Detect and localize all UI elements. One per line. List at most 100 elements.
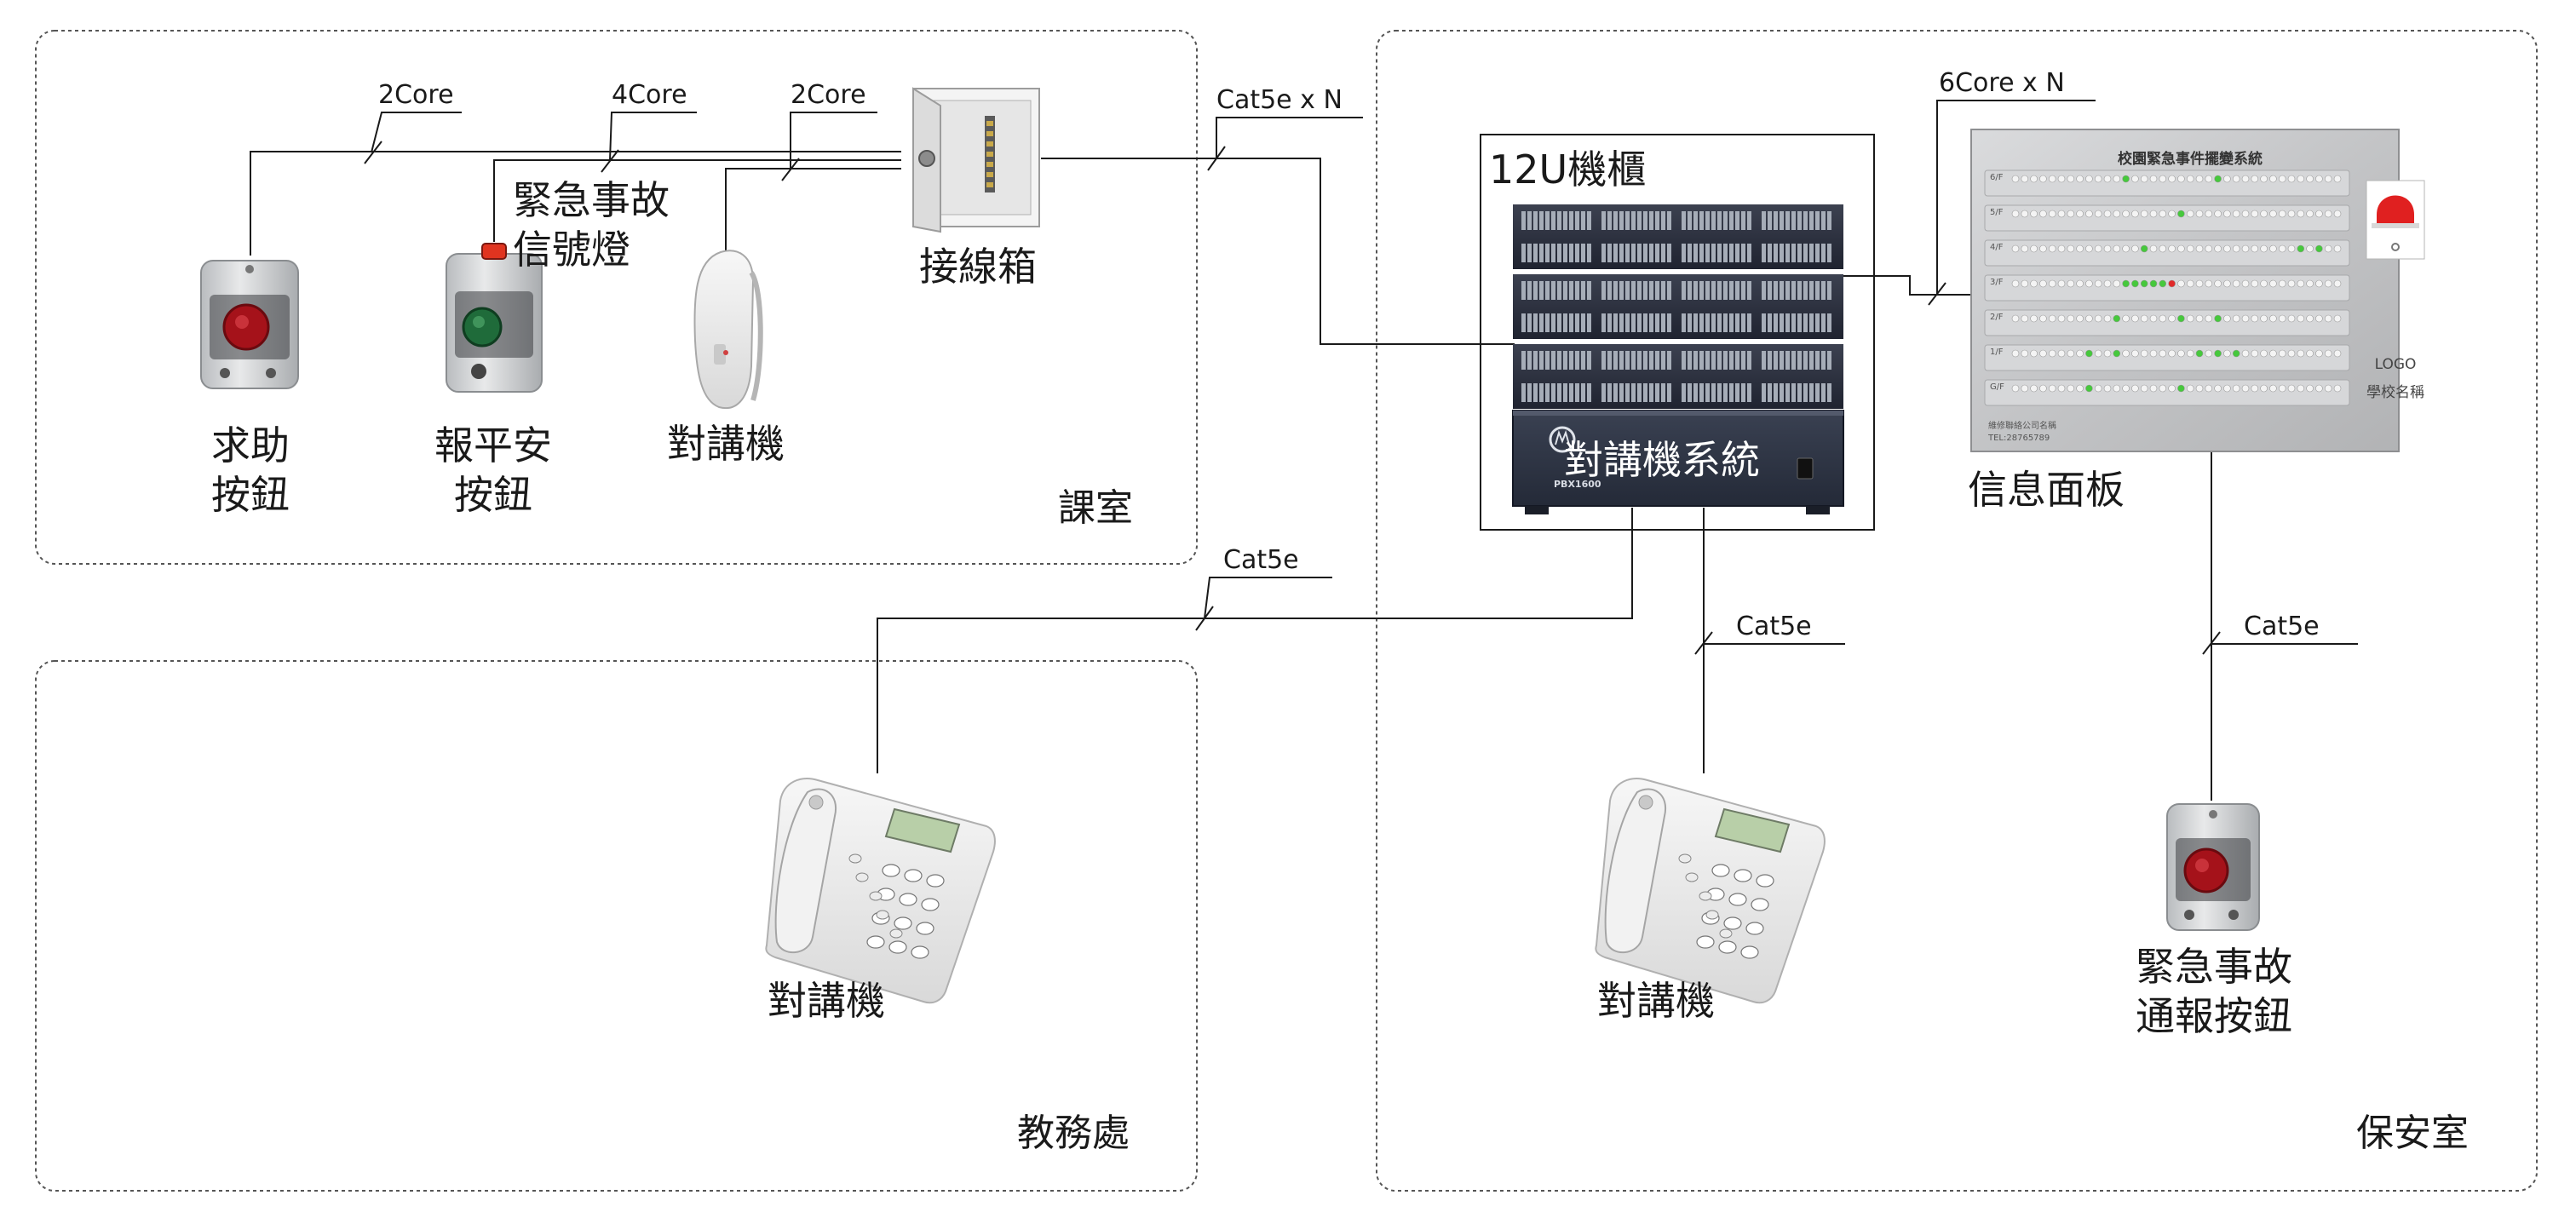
patch-port xyxy=(1521,313,1526,332)
phone-key xyxy=(911,945,929,959)
patch-port xyxy=(1735,351,1739,370)
patch-port xyxy=(1809,211,1814,230)
panel-status-dot xyxy=(2113,210,2121,218)
panel-status-dot xyxy=(2260,279,2268,288)
patch-port xyxy=(1643,351,1647,370)
intercom-handset-device xyxy=(693,250,763,410)
patch-port xyxy=(1705,211,1710,230)
panel-status-dot xyxy=(2251,210,2259,218)
patch-port xyxy=(1762,281,1766,300)
panel-status-dot xyxy=(2333,314,2342,323)
phone-side-key xyxy=(1678,853,1692,864)
phone-earpiece xyxy=(808,795,824,810)
patch-port xyxy=(1521,244,1526,262)
patch-port xyxy=(1821,244,1826,262)
panel-status-dot xyxy=(2149,314,2158,323)
patch-port xyxy=(1661,244,1665,262)
panel-status-dot xyxy=(2039,384,2047,393)
panel-status-dot xyxy=(2131,314,2139,323)
cable-callout xyxy=(1204,577,1332,619)
zone-office-border xyxy=(35,660,1198,1192)
panel-status-dot xyxy=(2048,349,2056,358)
panel-status-dot xyxy=(2076,349,2084,358)
panel-status-dot xyxy=(2076,279,2084,288)
patch-port xyxy=(1827,313,1831,332)
patch-port xyxy=(1527,281,1532,300)
panel-status-dot xyxy=(2260,314,2268,323)
panel-status-dot xyxy=(2315,314,2323,323)
patch-port xyxy=(1521,351,1526,370)
patch-port xyxy=(1533,244,1538,262)
patch-port xyxy=(1693,281,1698,300)
panel-status-dot xyxy=(2048,175,2056,183)
patch-port xyxy=(1575,211,1579,230)
panel-status-dot xyxy=(2159,314,2167,323)
patch-port xyxy=(1723,281,1728,300)
patch-port xyxy=(1607,244,1612,262)
patch-port xyxy=(1780,313,1784,332)
panel-status-dot xyxy=(2131,349,2139,358)
panel-status-dot xyxy=(2103,384,2112,393)
patch-port xyxy=(1643,211,1647,230)
patch-port xyxy=(1682,383,1686,402)
signal-light-icon xyxy=(481,243,507,260)
patch-port xyxy=(1762,351,1766,370)
patch-port xyxy=(1711,244,1716,262)
patch-port xyxy=(1625,281,1630,300)
panel-status-dot xyxy=(2214,175,2222,183)
patch-port xyxy=(1551,211,1555,230)
cable-lines xyxy=(250,100,2358,801)
panel-status-dot xyxy=(2232,175,2240,183)
patch-port xyxy=(1601,244,1606,262)
patch-port xyxy=(1667,244,1671,262)
phone-key xyxy=(1723,916,1742,930)
panel-status-dot xyxy=(2251,384,2259,393)
power-switch-icon xyxy=(1797,457,1814,480)
patch-port xyxy=(1785,244,1790,262)
panel-status-dot xyxy=(2241,279,2250,288)
phone-side-key xyxy=(1719,928,1733,939)
panel-status-dot xyxy=(2076,175,2084,183)
panel-status-dot xyxy=(2076,314,2084,323)
rack-label: 12U機櫃 xyxy=(1489,147,1647,192)
panel-status-dot xyxy=(2039,244,2047,253)
panel-status-dot xyxy=(2057,175,2066,183)
panel-status-dot xyxy=(2030,175,2038,183)
patch-port xyxy=(1741,244,1745,262)
panel-status-dot xyxy=(2103,210,2112,218)
panel-status-dot xyxy=(2333,210,2342,218)
help-button-device xyxy=(200,260,299,389)
panel-status-dot xyxy=(2122,244,2130,253)
panel-school-name: 學校名稱 xyxy=(2366,384,2424,401)
phone-side-key xyxy=(1685,872,1699,882)
panel-status-dot xyxy=(2195,349,2204,358)
panel-status-dot xyxy=(2297,314,2305,323)
panel-status-dot xyxy=(2177,384,2185,393)
panel-status-dot xyxy=(2076,244,2084,253)
cable-label-handset: 2Core xyxy=(791,80,866,110)
patch-port xyxy=(1735,281,1739,300)
patch-port xyxy=(1735,313,1739,332)
patch-port xyxy=(1581,244,1585,262)
patch-port xyxy=(1711,211,1716,230)
lock-icon xyxy=(918,150,935,167)
zone-classroom-label: 課室 xyxy=(1058,486,1133,530)
patch-port xyxy=(1791,244,1796,262)
panel-status-dot xyxy=(2011,210,2020,218)
panel-status-dot xyxy=(2140,210,2148,218)
patch-port xyxy=(1688,211,1692,230)
panel-status-dot xyxy=(2205,279,2213,288)
patch-port xyxy=(1619,281,1624,300)
panel-status-dot xyxy=(2306,384,2314,393)
patch-port xyxy=(1661,351,1665,370)
panel-status-dot xyxy=(2324,279,2332,288)
patch-port xyxy=(1729,211,1734,230)
patch-port xyxy=(1747,244,1751,262)
patch-port xyxy=(1791,281,1796,300)
patch-port xyxy=(1557,244,1561,262)
cable-help-button xyxy=(250,151,901,256)
patch-port xyxy=(1821,211,1826,230)
patch-port xyxy=(1711,281,1716,300)
panel-status-dot xyxy=(2131,175,2139,183)
patch-port xyxy=(1601,313,1606,332)
